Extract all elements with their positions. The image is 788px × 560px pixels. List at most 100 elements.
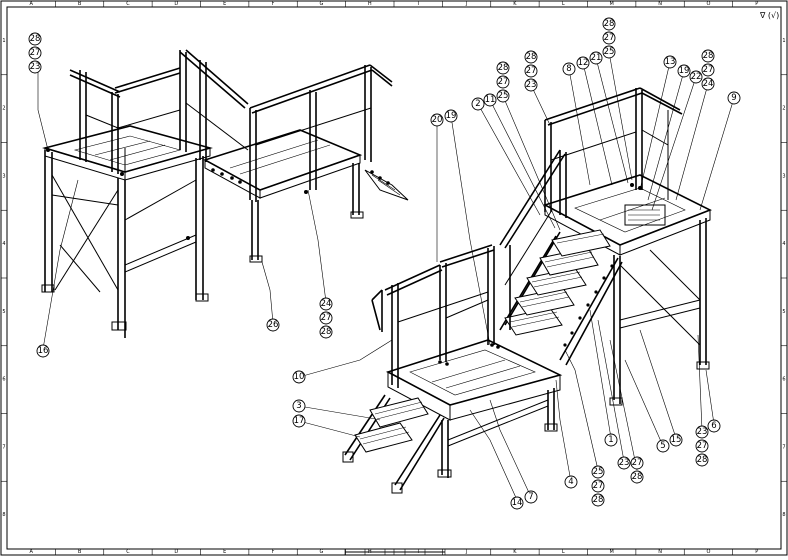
- callouts: 28 27 23 16 24 27 28 26 28 27 25 1 2 21 8…: [28, 17, 741, 510]
- svg-text:17: 17: [294, 416, 305, 426]
- zone-label: 2: [782, 106, 785, 112]
- svg-text:5: 5: [660, 441, 665, 451]
- zone-label: F: [272, 1, 275, 7]
- callout-balloon: 28: [28, 32, 42, 46]
- svg-text:27: 27: [593, 481, 604, 491]
- zone-label: D: [174, 1, 178, 7]
- zone-label: A: [29, 549, 33, 555]
- callout-balloon: 7: [524, 490, 538, 504]
- svg-text:24: 24: [321, 299, 332, 309]
- zone-label: 1: [2, 38, 5, 44]
- zone-label: M: [610, 1, 614, 7]
- zone-label: G: [320, 549, 324, 555]
- svg-text:19: 19: [679, 66, 690, 76]
- callout-balloon: 3: [292, 399, 306, 413]
- callout-balloon: 23: [617, 456, 631, 470]
- svg-text:28: 28: [697, 455, 708, 465]
- svg-text:23: 23: [619, 458, 630, 468]
- callout-balloon: 21: [589, 51, 603, 65]
- zone-label: 6: [782, 377, 785, 383]
- svg-text:28: 28: [498, 63, 509, 73]
- zone-label: O: [706, 1, 710, 7]
- svg-text:27: 27: [498, 77, 509, 87]
- right-stair-assembly: [342, 87, 712, 494]
- svg-text:25: 25: [604, 47, 615, 57]
- callout-balloon: 5: [656, 439, 670, 453]
- callout-balloon: 19: [677, 64, 691, 78]
- svg-text:28: 28: [30, 34, 41, 44]
- zone-label: F: [272, 549, 275, 555]
- zone-label: K: [513, 549, 517, 555]
- callout-balloon: 26: [266, 318, 280, 332]
- callout-balloon: 25: [496, 89, 510, 103]
- svg-text:27: 27: [703, 65, 714, 75]
- callout-balloon: 10: [292, 370, 306, 384]
- callout-balloon: 15: [669, 433, 683, 447]
- callout-balloon: 27: [524, 64, 538, 78]
- zone-label: 7: [782, 444, 785, 450]
- svg-text:23: 23: [526, 80, 537, 90]
- zone-label: 8: [2, 512, 5, 518]
- main-stair-flight: [499, 149, 642, 366]
- zone-label: D: [174, 549, 178, 555]
- svg-text:28: 28: [604, 19, 615, 29]
- svg-text:19: 19: [446, 111, 457, 121]
- zone-label: 1: [782, 38, 785, 44]
- svg-text:15: 15: [671, 435, 682, 445]
- svg-text:27: 27: [30, 48, 41, 58]
- svg-text:21: 21: [591, 53, 602, 63]
- svg-text:23: 23: [697, 427, 708, 437]
- zone-label: 8: [782, 512, 785, 518]
- svg-text:3: 3: [296, 401, 301, 411]
- left-platform-assembly: [41, 49, 409, 338]
- svg-text:28: 28: [321, 327, 332, 337]
- left-platform-handrails: [69, 49, 249, 174]
- svg-text:28: 28: [593, 495, 604, 505]
- svg-text:1: 1: [608, 435, 613, 445]
- zone-label: 4: [782, 241, 785, 247]
- callout-balloon: 27: [602, 31, 616, 45]
- callout-balloon: 24: [319, 297, 333, 311]
- zone-label: K: [513, 1, 517, 7]
- zone-label: P: [755, 1, 758, 7]
- callout-balloon: 28: [319, 325, 333, 339]
- left-platform-bracing: [51, 174, 197, 293]
- zone-label: B: [78, 1, 82, 7]
- svg-text:8: 8: [566, 64, 571, 74]
- callout-balloon: 1: [604, 433, 618, 447]
- callout-balloon: 27: [591, 479, 605, 493]
- svg-text:28: 28: [632, 472, 643, 482]
- zone-label: O: [706, 549, 710, 555]
- svg-text:27: 27: [321, 313, 332, 323]
- callout-balloon: 28: [496, 61, 510, 75]
- left-walkway: [46, 64, 409, 263]
- svg-text:27: 27: [604, 33, 615, 43]
- callout-balloon: 23: [28, 60, 42, 74]
- callout-balloon: 27: [630, 456, 644, 470]
- svg-text:25: 25: [593, 467, 604, 477]
- callout-balloon: 28: [630, 470, 644, 484]
- zone-label: L: [562, 1, 565, 7]
- svg-text:13: 13: [665, 57, 676, 67]
- callout-balloon: 27: [695, 439, 709, 453]
- zone-label: E: [223, 549, 226, 555]
- callout-balloon: 27: [496, 75, 510, 89]
- svg-text:4: 4: [568, 477, 573, 487]
- callout-balloon: 25: [602, 45, 616, 59]
- callout-balloon: 19: [444, 109, 458, 123]
- callout-balloon: 28: [701, 49, 715, 63]
- zone-label: N: [658, 1, 662, 7]
- svg-text:9: 9: [731, 93, 736, 103]
- callout-balloon: 16: [36, 344, 50, 358]
- svg-text:7: 7: [528, 492, 533, 502]
- svg-text:11: 11: [485, 95, 496, 105]
- zone-label: J: [465, 549, 467, 555]
- svg-text:25: 25: [498, 91, 509, 101]
- zone-label: 3: [2, 173, 5, 179]
- svg-text:24: 24: [703, 79, 714, 89]
- svg-text:2: 2: [475, 99, 480, 109]
- callout-balloon: 25: [591, 465, 605, 479]
- svg-text:10: 10: [294, 372, 305, 382]
